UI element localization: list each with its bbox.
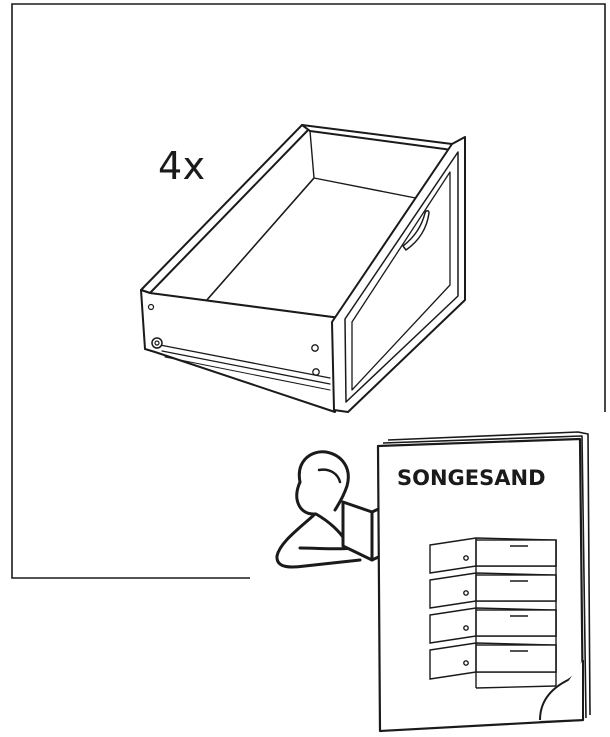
quantity-label: 4x xyxy=(158,144,206,188)
frame-lines xyxy=(11,3,606,579)
chest-of-drawers-icon xyxy=(429,537,557,689)
booklet-title: SONGESAND xyxy=(397,466,546,490)
drawer-icon xyxy=(140,124,466,413)
